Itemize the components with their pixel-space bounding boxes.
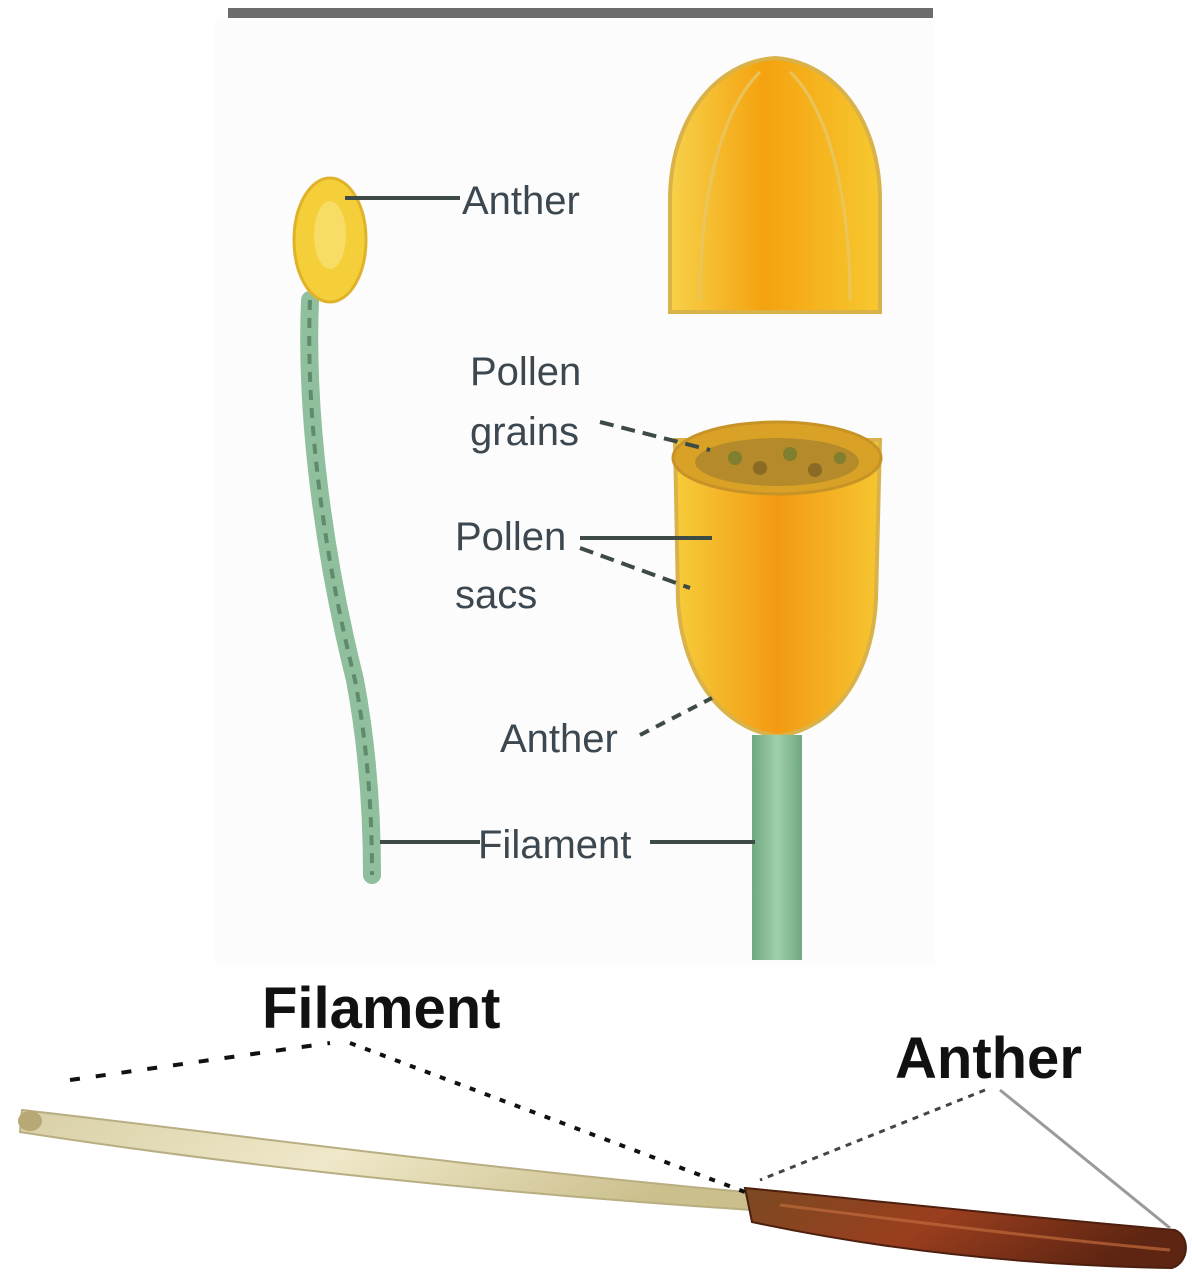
label-pollen-sacs-line1: Pollen — [455, 515, 566, 559]
label-pollen-grains-line2: grains — [470, 410, 579, 454]
top-divider — [228, 8, 933, 18]
photo-label-filament: Filament — [262, 976, 501, 1041]
label-anther-2: Anther — [500, 717, 618, 761]
pollen-grain — [808, 463, 822, 477]
label-filament: Filament — [478, 823, 631, 867]
label-pollen-sacs-line2: sacs — [455, 573, 537, 617]
label-anther: Anther — [462, 179, 580, 223]
pollen-grain — [834, 452, 846, 464]
photo-anther-leader-right — [1000, 1090, 1170, 1228]
label-pollen-grains-line1: Pollen — [470, 350, 581, 394]
photo-filament-tip — [18, 1111, 42, 1131]
photo-filament — [20, 1110, 752, 1210]
right-filament — [752, 735, 802, 960]
photo-filament-leader-left — [70, 1043, 330, 1080]
photo-label-anther: Anther — [895, 1026, 1082, 1091]
pollen-grain — [753, 461, 767, 475]
pollen-grain — [728, 451, 742, 465]
pollen-grain — [783, 447, 797, 461]
photo-anther-leader-left — [760, 1090, 985, 1180]
pollen-grains — [695, 438, 859, 486]
left-anther-highlight — [314, 201, 346, 269]
